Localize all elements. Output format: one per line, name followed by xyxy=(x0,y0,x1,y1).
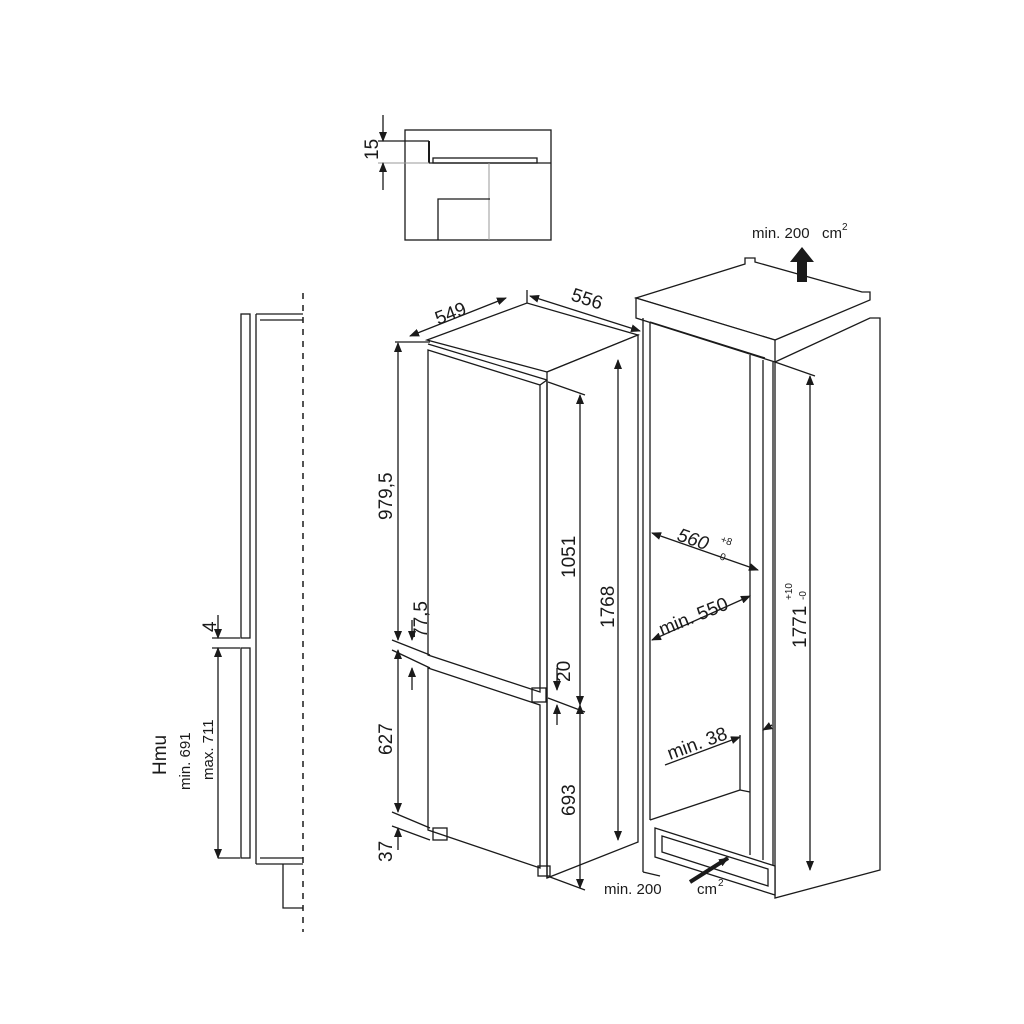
upper-door-label: 979,5 xyxy=(376,472,397,520)
side-view: 4 Hmu min. 691 max. 711 xyxy=(150,293,304,932)
hmu-label: Hmu xyxy=(150,735,171,775)
niche-min-gap-label: min. 38 xyxy=(665,724,731,765)
niche-view: 560 +8 -0 min. 550 min. 38 1771 +10 -0 m… xyxy=(604,222,881,899)
niche-width-tol-plus: +8 xyxy=(719,534,734,548)
vent-top-value: min. 200 xyxy=(752,225,810,242)
vent-bottom-unit: cm xyxy=(697,881,717,898)
vent-top-unit: cm xyxy=(822,225,842,242)
vent-bottom-value: min. 200 xyxy=(604,881,662,898)
vent-in-arrow-icon xyxy=(688,856,730,884)
upper-door-panel xyxy=(240,313,251,639)
width-549-label: 549 xyxy=(432,299,469,330)
niche-width-tol-minus: -0 xyxy=(715,550,727,563)
plinth-label: 37 xyxy=(376,841,397,862)
vent-up-arrow-icon xyxy=(790,247,814,282)
gap-4-label: 4 xyxy=(200,621,221,632)
hmu-min-label: min. 691 xyxy=(177,732,194,790)
door-gap-label: 77,5 xyxy=(411,601,432,638)
lower-door xyxy=(427,667,541,869)
niche-top xyxy=(633,257,871,341)
vent-bottom-exp: 2 xyxy=(718,878,724,889)
vent-top-label: min. 200 cm 2 xyxy=(752,222,848,242)
niche-height-label: 1771 xyxy=(790,606,811,648)
niche-height-tol-plus: +10 xyxy=(784,583,795,600)
niche-width-label: 560 xyxy=(674,525,711,555)
niche-min-depth-label: min. 550 xyxy=(656,594,731,641)
vent-bottom-label: min. 200 cm 2 xyxy=(604,878,724,898)
lower-door-panel xyxy=(240,647,251,859)
middle-gap-label: 20 xyxy=(554,661,575,682)
total-height-label: 1768 xyxy=(598,586,619,628)
vent-top-exp: 2 xyxy=(842,222,848,233)
gap-15-label: 15 xyxy=(362,139,383,160)
upper-door xyxy=(427,349,541,693)
niche-side xyxy=(774,317,881,899)
detail-inset: 15 xyxy=(362,115,552,241)
niche-height-tol-minus: -0 xyxy=(798,591,809,600)
lower-door-label: 627 xyxy=(376,723,397,755)
upper-height-label: 1051 xyxy=(559,536,580,578)
hmu-max-label: max. 711 xyxy=(200,719,217,780)
lower-height-label: 693 xyxy=(559,784,580,816)
appliance-view: 549 556 979,5 77,5 627 37 1051 1768 693 … xyxy=(376,285,641,891)
